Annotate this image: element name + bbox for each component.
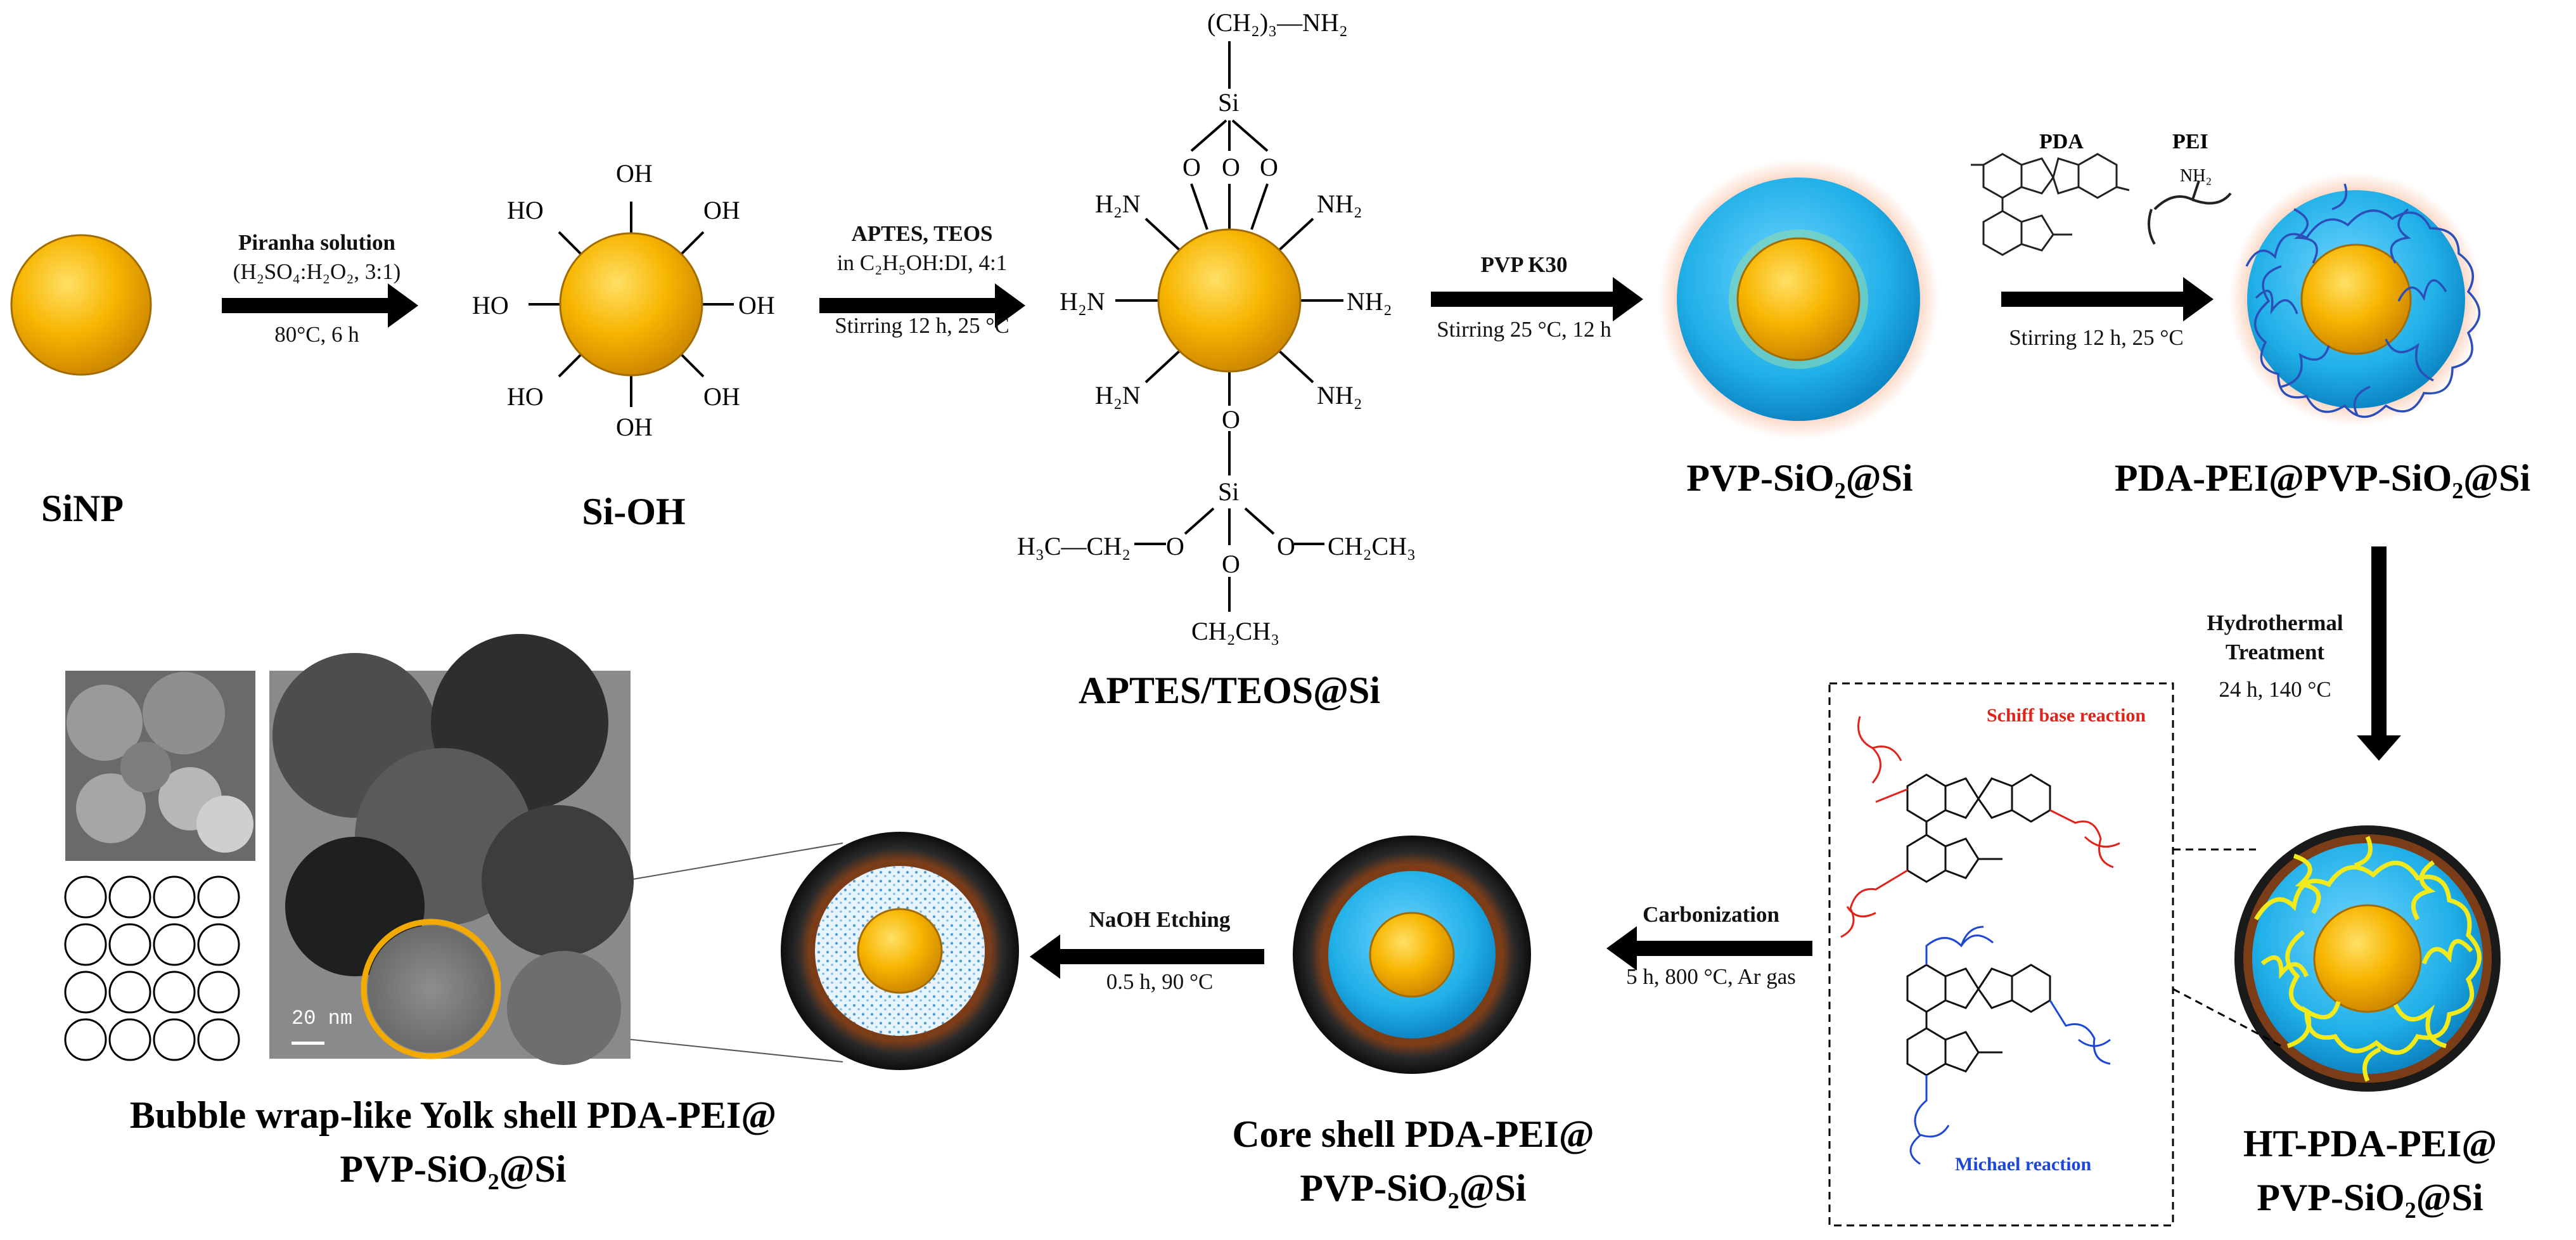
step-piranha: Piranha solution (H₂SO₄:H₂O₂, 3:1) 80°C,… xyxy=(203,228,431,349)
label-core-line1: Core shell PDA-PEI@ xyxy=(1232,1113,1594,1155)
step-carbonization: Carbonization 5 h, 800 °C, Ar gas xyxy=(1584,900,1838,991)
step-etching-conditions: 0.5 h, 90 °C xyxy=(1106,969,1214,994)
label-pvp-sio2-si: PVP-SiO₂@Si xyxy=(1686,457,1913,499)
aptes-nh2-right: NH₂ xyxy=(1347,287,1392,316)
step-pda-pei-conditions: Stirring 12 h, 25 °C xyxy=(2009,325,2184,350)
step-etching-title: NaOH Etching xyxy=(1089,907,1231,932)
aptes-h2n-bottomleft: H₂N xyxy=(1095,381,1141,410)
step-piranha-reagent: Piranha solution xyxy=(238,230,395,255)
step-hydrothermal-line2: Treatment xyxy=(2225,639,2325,664)
aptes-si-bottom: Si xyxy=(1218,477,1240,506)
step-hydrothermal-conditions: 24 h, 140 °C xyxy=(2219,677,2331,702)
aptes-h2n-left: H₂N xyxy=(1060,287,1105,316)
aptes-ethoxy-right: CH₂CH₃ xyxy=(1328,532,1416,560)
reagent-pei: PEI xyxy=(2172,130,2208,153)
pvp-sio2-si-particle xyxy=(1658,158,1939,440)
step-hydrothermal: Hydrothermal Treatment 24 h, 140 °C xyxy=(2180,609,2370,704)
aptes-o-2: O xyxy=(1222,153,1240,181)
sioh-ho-topleft: HO xyxy=(507,196,544,224)
sioh-oh-top: OH xyxy=(616,159,653,188)
step-piranha-conditions: 80°C, 6 h xyxy=(274,322,359,347)
reagent-pei-group: NH₂ xyxy=(2180,166,2212,186)
sioh-oh-bottom: OH xyxy=(616,413,653,441)
aptes-propylamine: (CH₂)₃—NH₂ xyxy=(1207,8,1348,37)
label-pda-pei: PDA-PEI@PVP-SiO₂@Si xyxy=(2114,457,2531,499)
arrow-pda-pei xyxy=(2001,277,2214,321)
sioh-ho-left: HO xyxy=(472,291,509,320)
step-carbonization-title: Carbonization xyxy=(1643,902,1779,927)
arrow-etching xyxy=(1030,934,1264,979)
zoom-line-lower xyxy=(2172,988,2282,1047)
step-aptes-solvent: in C₂H₅OH:DI, 4:1 xyxy=(836,250,1008,275)
yolk-shell-particle xyxy=(781,832,1019,1070)
sinp-particle xyxy=(10,234,152,376)
step-pvp: PVP K30 Stirring 25 °C, 12 h xyxy=(1410,250,1638,344)
step-aptes-conditions: Stirring 12 h, 25 °C xyxy=(835,313,1009,338)
ht-pda-pei-particle xyxy=(2234,825,2501,1092)
label-si-oh: Si-OH xyxy=(582,491,686,533)
label-aptes-teos: APTES/TEOS@Si xyxy=(1079,669,1380,711)
aptes-nh2-topright: NH₂ xyxy=(1317,190,1362,218)
sioh-ho-bottomleft: HO xyxy=(507,382,544,411)
step-carbonization-conditions: 5 h, 800 °C, Ar gas xyxy=(1626,964,1796,989)
arrow-aptes xyxy=(819,283,1025,328)
reagent-pda: PDA xyxy=(2039,130,2084,153)
si-oh-particle xyxy=(529,202,734,407)
core-shell-particle xyxy=(1293,836,1531,1074)
michael-chains xyxy=(1909,926,2111,1165)
aptes-o-left: O xyxy=(1166,532,1184,560)
label-ht-line1: HT-PDA-PEI@ xyxy=(2243,1123,2497,1165)
michael-structure xyxy=(1906,964,2051,1076)
tem-scale-bar-label: 20 nm xyxy=(292,1007,353,1030)
aptes-h2n-topleft: H₂N xyxy=(1095,190,1141,218)
arrow-hydrothermal xyxy=(2357,546,2401,761)
label-ht-line2: PVP-SiO₂@Si xyxy=(2257,1177,2483,1218)
pda-pei-particle xyxy=(2229,172,2483,426)
tem-image xyxy=(269,634,634,1065)
arrow-piranha xyxy=(222,283,418,328)
label-core-line2: PVP-SiO₂@Si xyxy=(1300,1167,1527,1209)
step-hydrothermal-line1: Hydrothermal xyxy=(2207,610,2343,635)
sioh-oh-right: OH xyxy=(738,291,775,320)
sioh-oh-bottomright: OH xyxy=(703,382,740,411)
step-pvp-reagent: PVP K30 xyxy=(1480,252,1568,277)
aptes-o-right: O xyxy=(1277,532,1295,560)
sioh-oh-topright: OH xyxy=(703,196,740,224)
step-etching: NaOH Etching 0.5 h, 90 °C xyxy=(1039,905,1280,996)
sem-image xyxy=(65,671,255,861)
step-aptes: APTES, TEOS in C₂H₅OH:DI, 4:1 Stirring 1… xyxy=(802,219,1042,340)
label-yolk-line2: PVP-SiO₂@Si xyxy=(340,1148,567,1190)
aptes-nh2-bottomright: NH₂ xyxy=(1317,381,1362,410)
aptes-ethoxy-bottom: CH₂CH₃ xyxy=(1191,617,1280,645)
bubble-wrap-sketch xyxy=(64,872,255,1062)
schiff-base-label: Schiff base reaction xyxy=(1987,705,2146,726)
label-yolk-line1: Bubble wrap-like Yolk shell PDA-PEI@ xyxy=(129,1094,777,1136)
step-aptes-reagent: APTES, TEOS xyxy=(851,221,993,246)
aptes-si-top: Si xyxy=(1218,88,1240,117)
pda-molecule-sketch xyxy=(1971,153,2130,256)
step-pvp-conditions: Stirring 25 °C, 12 h xyxy=(1437,316,1612,342)
michael-label: Michael reaction xyxy=(1955,1154,2092,1175)
schiff-base-chains xyxy=(1840,716,2120,938)
aptes-o-bottom1: O xyxy=(1222,405,1240,434)
step-piranha-ratio: (H₂SO₄:H₂O₂, 3:1) xyxy=(233,259,401,284)
schiff-base-structure xyxy=(1906,773,2051,883)
aptes-o-1: O xyxy=(1182,153,1201,181)
aptes-teos-particle xyxy=(1115,41,1343,612)
arrow-pvp xyxy=(1431,277,1643,321)
arrow-carbonization xyxy=(1606,926,1812,971)
mechanism-box xyxy=(1828,682,2174,1227)
aptes-o-bottom2: O xyxy=(1222,550,1240,578)
label-sinp: SiNP xyxy=(41,488,124,529)
pei-molecule-sketch xyxy=(2148,180,2232,245)
aptes-ethoxy-left: H₃C—CH₂ xyxy=(1017,532,1131,560)
aptes-o-3: O xyxy=(1260,153,1278,181)
